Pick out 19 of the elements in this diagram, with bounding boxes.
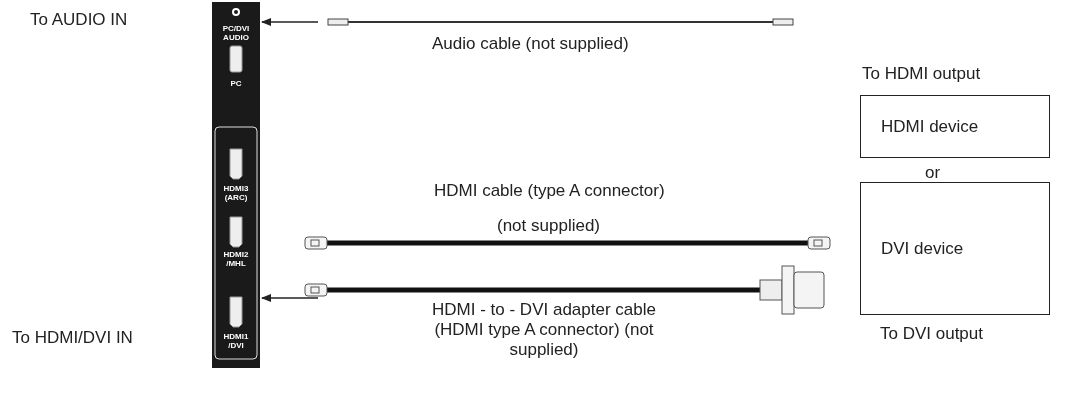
connection-label: To AUDIO IN: [30, 10, 128, 30]
port-name: PC: [230, 79, 242, 88]
cable-label: Audio cable (not supplied): [432, 34, 629, 54]
device-box: HDMI device: [860, 95, 1050, 158]
arrow: [261, 294, 319, 302]
caption-text: To HDMI output: [862, 64, 981, 84]
connection-label: To HDMI/DVI IN: [12, 328, 133, 348]
arrow: [261, 18, 319, 26]
port-name: PC/DVI AUDIO: [221, 24, 251, 42]
port-name: HDMI3 (ARC): [222, 184, 250, 202]
or-text: or: [925, 163, 941, 183]
port-name: HDMI1 /DVI: [222, 332, 250, 350]
device-box: DVI device: [860, 182, 1050, 315]
port-name: HDMI2 /MHL: [222, 250, 250, 268]
cable-label: (not supplied): [497, 216, 600, 236]
terminal-panel: [212, 2, 260, 368]
cable-label: HDMI cable (type A connector): [434, 181, 665, 201]
cable-label: HDMI - to - DVI adapter cable (HDMI type A connector) (not supplied): [431, 300, 657, 360]
caption-text: To DVI output: [880, 324, 983, 344]
